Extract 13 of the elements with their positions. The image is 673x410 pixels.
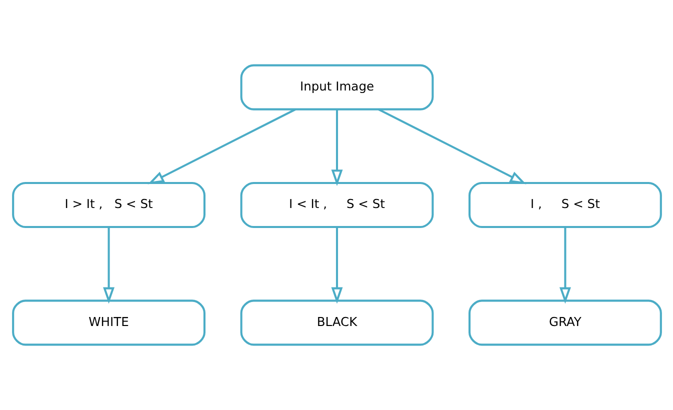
- node-box: WHITE: [12, 300, 205, 346]
- arrow: [558, 227, 570, 304]
- arrow: [147, 108, 296, 184]
- node-box: GRAY: [468, 300, 662, 346]
- node-box: Input Image: [240, 64, 434, 110]
- node-box: I , S < St: [468, 182, 662, 228]
- node-box: I < It , S < St: [240, 182, 434, 228]
- node-box: BLACK: [240, 300, 434, 346]
- arrow: [330, 110, 342, 186]
- arrow: [102, 227, 114, 304]
- arrow: [378, 108, 526, 184]
- arrow: [330, 227, 342, 304]
- node-box: I > It , S < St: [12, 182, 205, 228]
